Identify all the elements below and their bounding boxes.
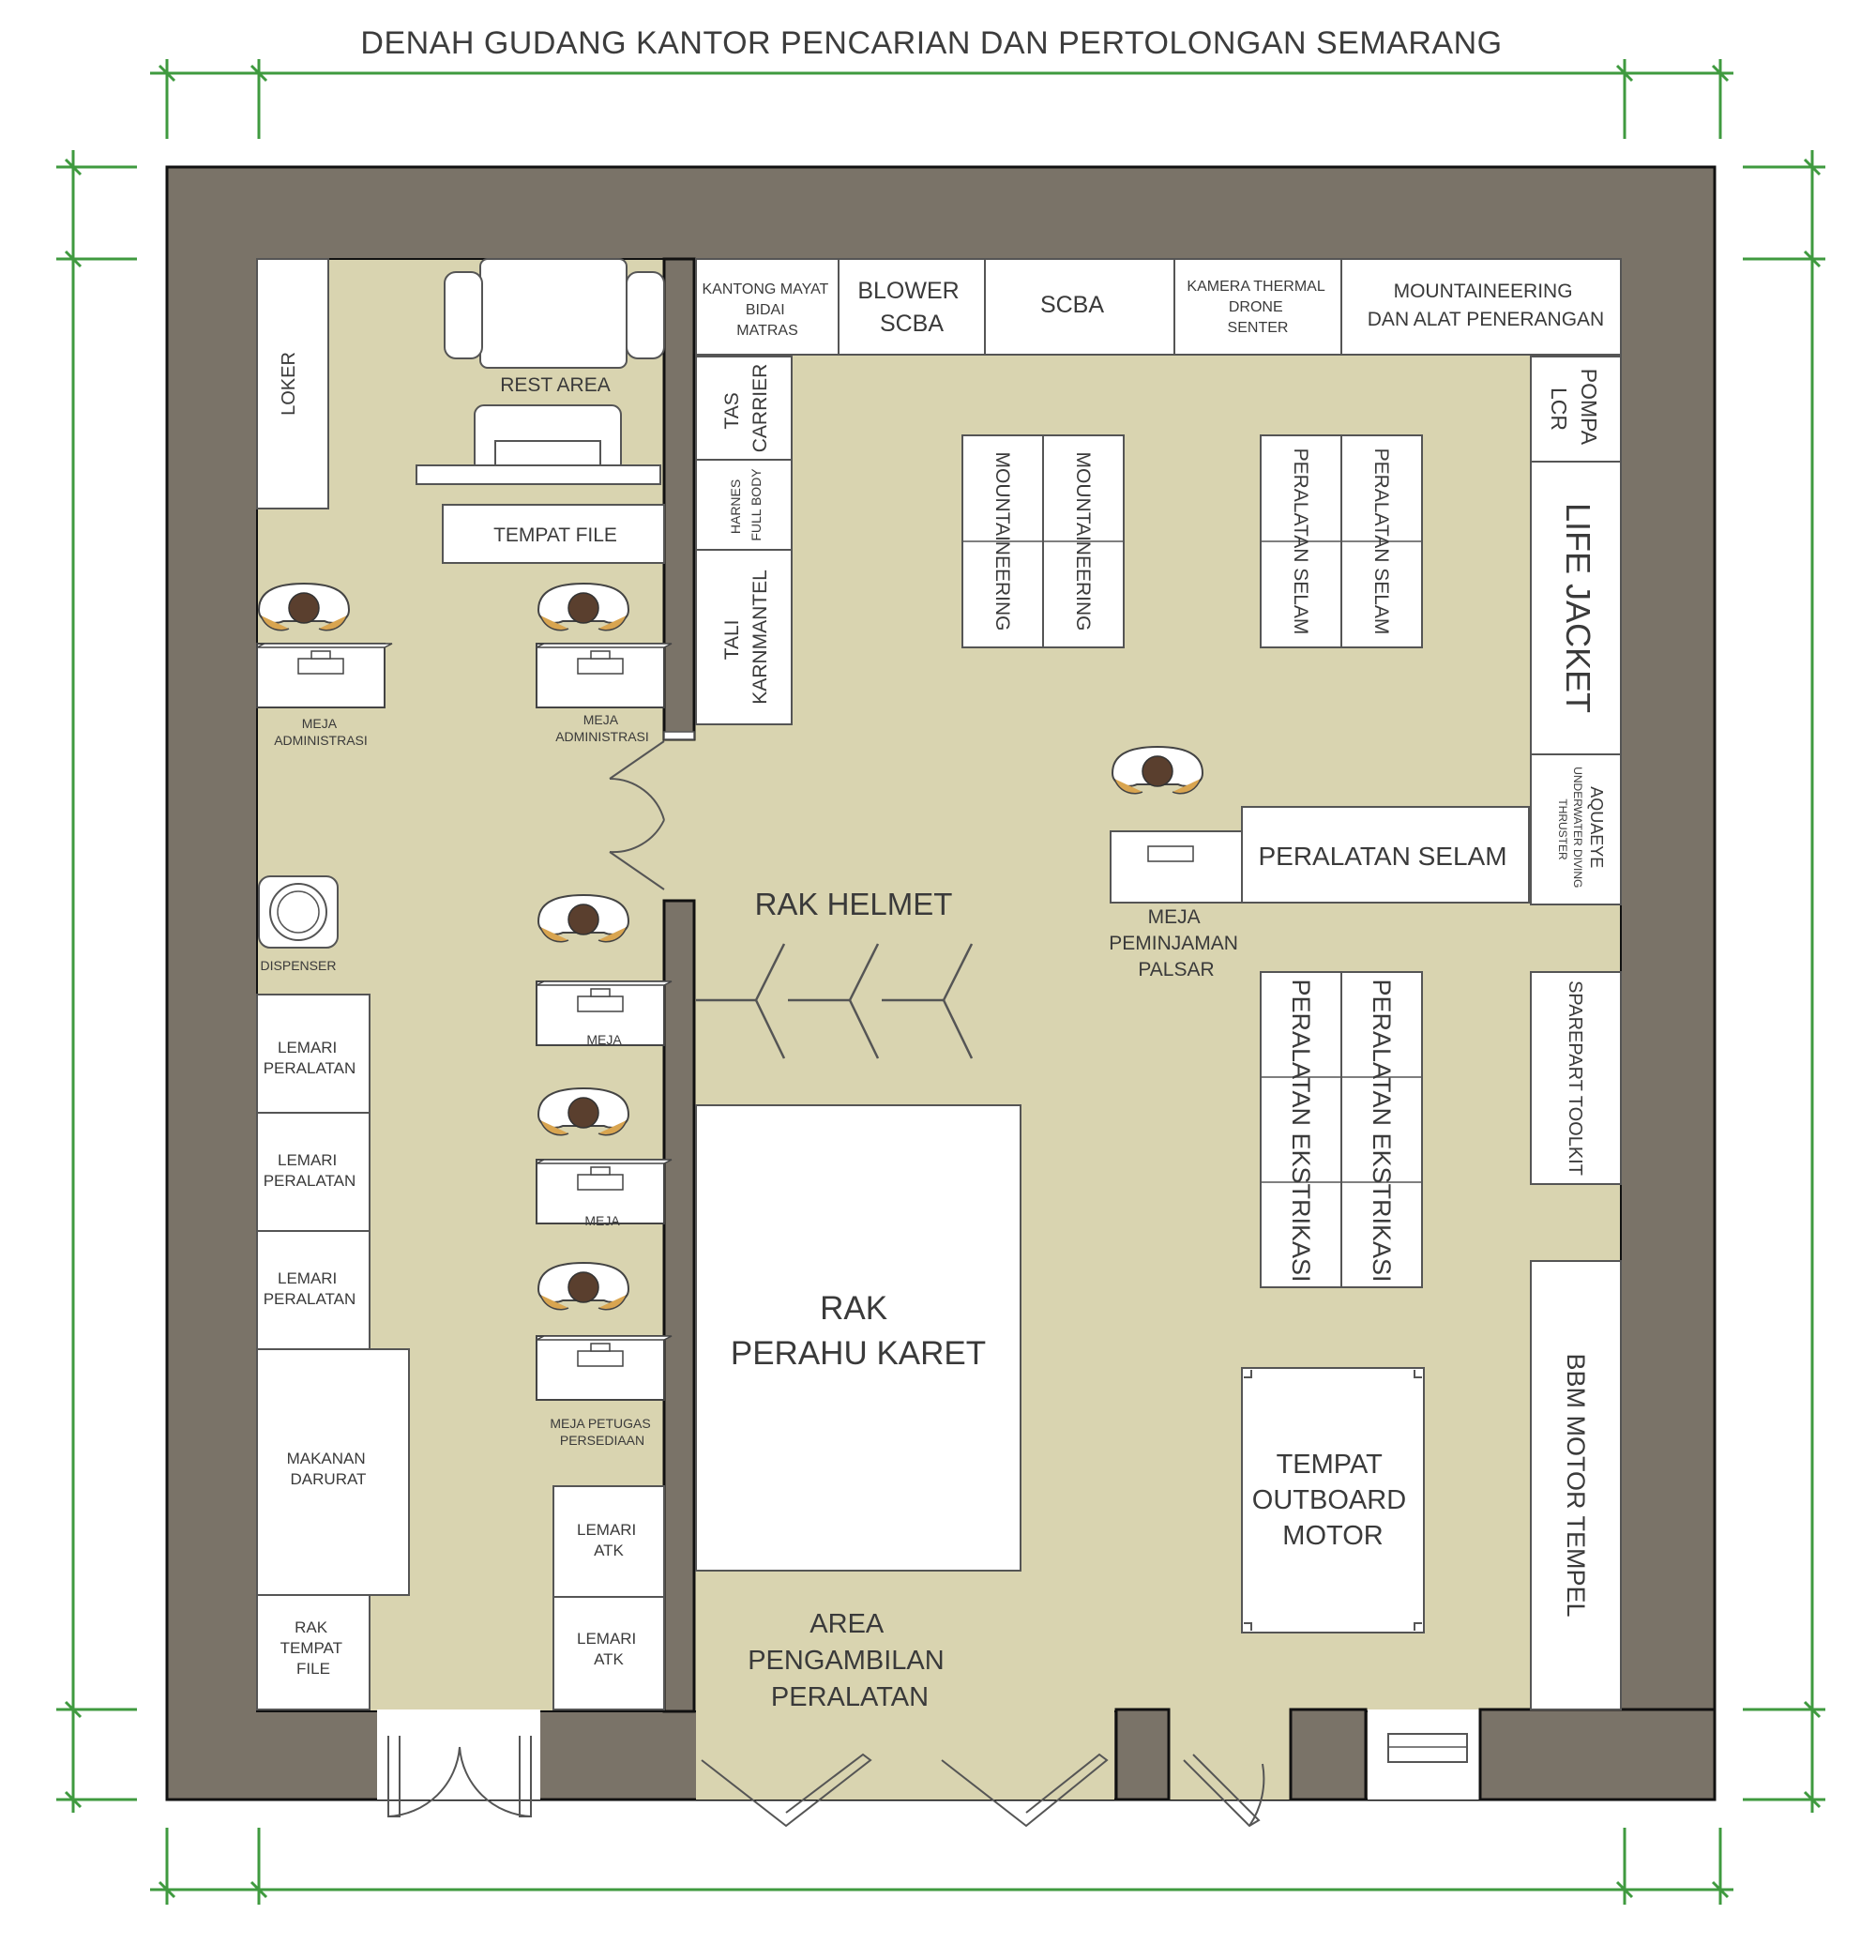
life-jacket-label: LIFE JACKET bbox=[1559, 503, 1597, 713]
selam-racks bbox=[1260, 434, 1423, 648]
rak-tempat-file-label: RAK TEMPAT FILE bbox=[280, 1618, 347, 1678]
tempat-file bbox=[442, 504, 665, 564]
area-pengambilan-label: AREA PENGAMBILAN PERALATAN bbox=[748, 1609, 952, 1712]
tempat-outboard-motor bbox=[1241, 1367, 1425, 1633]
aquaeye-label: AQUAEYE UNDERWATER DIVING THRUSTER bbox=[1556, 767, 1606, 892]
dimension-lines bbox=[56, 59, 1825, 1905]
helmet-rack-icons bbox=[696, 943, 974, 1059]
bbm-label: BBM MOTOR TEMPEL bbox=[1562, 1353, 1590, 1617]
blower-label: BLOWER SCBA bbox=[857, 278, 965, 337]
partition-wall-lower bbox=[662, 899, 696, 1713]
ekstrikasi-b-label: PERALATAN EKSTRIKASI bbox=[1368, 979, 1396, 1282]
scba-label: SCBA bbox=[1040, 292, 1104, 318]
harnes-label: HARNES FULL BODY bbox=[728, 468, 764, 541]
lemari-atk-2 bbox=[552, 1596, 665, 1710]
rest-area-sofa bbox=[444, 258, 665, 369]
side-door-opening bbox=[1169, 1709, 1291, 1800]
lemari-atk-2-label: LEMARI ATK bbox=[577, 1630, 641, 1668]
main-door-opening bbox=[696, 1709, 1114, 1800]
makanan-darurat-label: MAKANAN DARURAT bbox=[287, 1450, 371, 1488]
kamera-label: KAMERA THERMAL DRONE SENTER bbox=[1187, 279, 1328, 336]
dispenser-label: DISPENSER bbox=[261, 958, 337, 973]
selam-a-label: PERALATAN SELAM bbox=[1290, 448, 1311, 635]
meja-1-label: MEJA bbox=[586, 1032, 622, 1047]
rak-tempat-file bbox=[256, 1594, 371, 1710]
right-wall-shelves bbox=[1530, 356, 1622, 1710]
meja-admin-1-label: MEJA ADMINISTRASI bbox=[274, 716, 368, 748]
outboard-label: TEMPAT OUTBOARD MOTOR bbox=[1252, 1450, 1414, 1551]
person-icon bbox=[1112, 746, 1203, 795]
page-title: DENAH GUDANG KANTOR PENCARIAN DAN PERTOL… bbox=[360, 25, 1502, 61]
person-icon bbox=[537, 1262, 629, 1311]
dispenser-icon bbox=[258, 875, 339, 949]
meja-peminjaman bbox=[1110, 830, 1243, 904]
mountaineering-a-label: MOUNTAINEERING bbox=[991, 452, 1013, 631]
person-icon bbox=[537, 1087, 629, 1136]
lemari-atk-1 bbox=[552, 1485, 665, 1598]
ekstrikasi-racks bbox=[1260, 971, 1423, 1288]
meja-petugas-label: MEJA PETUGAS PERSEDIAAN bbox=[550, 1416, 654, 1448]
person-icon bbox=[258, 583, 350, 631]
selam-desk-label: PERALATAN SELAM bbox=[1258, 842, 1506, 871]
selam-b-label: PERALATAN SELAM bbox=[1370, 448, 1392, 635]
meja-admin-2-label: MEJA ADMINISTRASI bbox=[555, 712, 649, 744]
lemari-peralatan-3-label: LEMARI PERALATAN bbox=[264, 1269, 356, 1308]
desk-icon bbox=[536, 1335, 673, 1401]
ekstrikasi-a-label: PERALATAN EKSTRIKASI bbox=[1287, 979, 1315, 1282]
partition-wall-upper bbox=[662, 257, 696, 741]
lemari-peralatan-2-label: LEMARI PERALATAN bbox=[264, 1151, 356, 1190]
makanan-darurat bbox=[256, 1348, 410, 1596]
left-vertical-shelves bbox=[695, 356, 793, 725]
loker bbox=[256, 258, 329, 509]
rak-helmet-label: RAK HELMET bbox=[755, 887, 953, 921]
mountaineering-racks bbox=[961, 434, 1125, 648]
rak-perahu-karet bbox=[695, 1104, 1021, 1572]
meja-peminjaman-label: MEJA PEMINJAMAN PALSAR bbox=[1109, 906, 1244, 980]
mountaineering-top-label: MOUNTAINEERING DAN ALAT PENERANGAN bbox=[1368, 281, 1604, 330]
person-icon bbox=[537, 894, 629, 943]
tali-label: TALI KARNMANTEL bbox=[721, 570, 771, 705]
table-edge bbox=[416, 464, 661, 485]
wall-pier-1 bbox=[1114, 1708, 1171, 1801]
top-shelves bbox=[695, 258, 1622, 356]
meja-2-label: MEJA bbox=[584, 1213, 620, 1228]
lemari-peralatan-group bbox=[256, 994, 371, 1350]
window bbox=[1387, 1733, 1468, 1763]
rak-perahu-label: RAK PERAHU KARET bbox=[731, 1290, 986, 1372]
pompa-label: POMPA LCR bbox=[1547, 369, 1601, 450]
partition-door bbox=[609, 740, 665, 890]
loker-label: LOKER bbox=[279, 352, 299, 416]
tempat-file-label: TEMPAT FILE bbox=[493, 524, 617, 546]
door-swings bbox=[387, 1736, 1265, 1828]
tas-carrier-label: TAS CARRIER bbox=[721, 364, 771, 453]
lemari-atk-1-label: LEMARI ATK bbox=[577, 1521, 641, 1559]
rest-area-label: REST AREA bbox=[500, 374, 611, 396]
person-icon bbox=[537, 583, 629, 631]
desk-icon bbox=[536, 643, 673, 708]
kantong-label: KANTONG MAYAT BIDAI MATRAS bbox=[703, 281, 833, 339]
mountaineering-b-label: MOUNTAINEERING bbox=[1072, 452, 1094, 631]
sparepart-label: SPAREPART TOOLKIT bbox=[1565, 980, 1585, 1176]
peralatan-selam-desk bbox=[1241, 806, 1530, 904]
wall-pier-2 bbox=[1289, 1708, 1368, 1801]
wall-pier-3 bbox=[1478, 1708, 1717, 1801]
lemari-peralatan-1-label: LEMARI PERALATAN bbox=[264, 1039, 356, 1077]
desk-icon bbox=[256, 643, 393, 708]
